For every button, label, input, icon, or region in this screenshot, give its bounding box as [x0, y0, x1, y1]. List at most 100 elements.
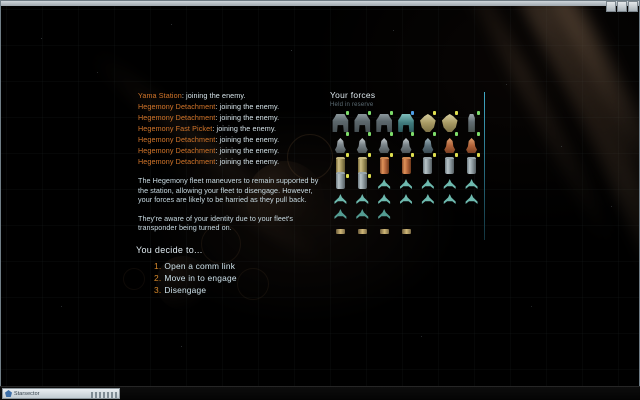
decision-option[interactable]: 3.Disengage [136, 284, 237, 296]
option-label: Open a comm link [164, 261, 236, 271]
ship-status-pip [477, 111, 481, 115]
dialog-paragraph: The Hegemony fleet maneuvers to remain s… [138, 176, 319, 205]
fleet-ship-slot[interactable] [352, 204, 373, 219]
fleet-row [330, 219, 482, 234]
ship-status-pip [411, 132, 415, 136]
star-icon [611, 206, 612, 207]
fleet-ship-slot[interactable] [417, 189, 438, 204]
fleet-ship-slot[interactable] [374, 189, 395, 204]
ship-hull-icon [379, 229, 389, 234]
ship-hull-icon [421, 194, 434, 204]
fleet-ship-slot[interactable] [330, 132, 351, 153]
window-titlebar[interactable] [1, 1, 639, 6]
fleet-ship-slot[interactable] [330, 204, 351, 219]
fleet-ship-slot[interactable] [439, 153, 460, 174]
fleet-ship-slot[interactable] [396, 132, 417, 153]
ship-status-pip [367, 153, 371, 157]
fleet-row [330, 204, 482, 219]
minimize-button[interactable] [606, 1, 616, 12]
ship-status-pip [433, 153, 437, 157]
fleet-ship-slot[interactable] [374, 132, 395, 153]
ship-hull-icon [422, 138, 434, 153]
fleet-ship-slot[interactable] [417, 153, 438, 174]
fleet-ship-slot[interactable] [330, 189, 351, 204]
ship-hull-icon [421, 179, 434, 189]
fleet-row [330, 172, 482, 189]
ship-status-pip [367, 111, 371, 115]
decision-option[interactable]: 2.Move in to engage [136, 272, 237, 284]
dialog-message-line: Hegemony Detachment: joining the enemy. [138, 112, 323, 123]
fleet-ship-slot[interactable] [396, 153, 417, 174]
fleet-ship-slot[interactable] [396, 189, 417, 204]
ship-status-pip [389, 111, 393, 115]
fleet-ship-slot[interactable] [352, 172, 373, 189]
dialog-message-line: Hegemony Detachment: joining the enemy. [138, 101, 323, 112]
ship-hull-icon [445, 157, 455, 174]
fleet-ship-slot[interactable] [352, 153, 373, 174]
dialog-message-line: Hegemony Detachment: joining the enemy. [138, 156, 323, 167]
dialog-message-line: Yama Station: joining the enemy. [138, 90, 323, 101]
ship-status-pip [389, 153, 393, 157]
message-faction-name: Hegemony Detachment [138, 157, 216, 166]
ship-hull-icon [357, 157, 367, 174]
fleet-ship-slot[interactable] [330, 153, 351, 174]
fleet-ship-slot[interactable] [330, 172, 351, 189]
window-controls[interactable] [606, 1, 638, 12]
ship-status-pip [345, 111, 349, 115]
orbit-ring-icon [287, 134, 333, 180]
fleet-ship-slot[interactable] [374, 219, 395, 234]
fleet-ship-grid[interactable] [330, 111, 482, 234]
fleet-ship-slot[interactable] [461, 132, 482, 153]
ship-hull-icon [334, 194, 347, 204]
fleet-ship-slot[interactable] [374, 153, 395, 174]
fleet-ship-slot[interactable] [417, 132, 438, 153]
fleet-ship-slot[interactable] [461, 153, 482, 174]
fleet-ship-slot[interactable] [396, 219, 417, 234]
ship-hull-icon [332, 114, 349, 132]
ship-hull-icon [401, 157, 411, 174]
ship-status-pip [345, 174, 349, 178]
fleet-ship-slot[interactable] [396, 174, 417, 189]
fleet-ship-slot[interactable] [352, 189, 373, 204]
fleet-ship-slot[interactable] [330, 219, 351, 234]
fleet-ship-slot[interactable] [461, 174, 482, 189]
ship-status-pip [367, 132, 371, 136]
fleet-ship-slot[interactable] [461, 189, 482, 204]
message-faction-name: Hegemony Detachment [138, 102, 216, 111]
dialog-paragraph: They're aware of your identity due to yo… [138, 213, 294, 233]
ship-hull-icon [378, 138, 390, 153]
orbit-ring-icon [237, 268, 269, 300]
fleet-ship-slot[interactable] [396, 111, 417, 132]
fleet-ship-slot[interactable] [439, 174, 460, 189]
ship-hull-icon [441, 114, 458, 132]
fleet-ship-slot[interactable] [439, 189, 460, 204]
ship-hull-icon [400, 138, 412, 153]
fleet-ship-slot[interactable] [374, 174, 395, 189]
ship-hull-icon [443, 179, 456, 189]
ship-hull-icon [334, 138, 346, 153]
fleet-ship-slot[interactable] [352, 132, 373, 153]
fleet-ship-slot[interactable] [330, 111, 351, 132]
taskbar-window-button[interactable]: Starsector [2, 388, 120, 399]
fleet-ship-slot[interactable] [461, 111, 482, 132]
fleet-ship-slot[interactable] [374, 204, 395, 219]
taskbar-window-label: Starsector [14, 390, 40, 397]
fleet-ship-slot[interactable] [374, 111, 395, 132]
fleet-slot-empty [461, 219, 482, 234]
star-icon [531, 306, 532, 307]
fleet-ship-slot[interactable] [352, 219, 373, 234]
ship-hull-icon [357, 229, 367, 234]
fleet-ship-slot[interactable] [439, 132, 460, 153]
fleet-ship-slot[interactable] [439, 111, 460, 132]
fleet-ship-slot[interactable] [352, 111, 373, 132]
maximize-button[interactable] [617, 1, 627, 12]
close-button[interactable] [628, 1, 638, 12]
space-background [1, 6, 639, 387]
fleet-ship-slot[interactable] [417, 174, 438, 189]
decision-option[interactable]: 1.Open a comm link [136, 260, 237, 272]
ship-hull-icon [420, 114, 436, 132]
ship-status-pip [455, 111, 459, 115]
fleet-ship-slot[interactable] [417, 111, 438, 132]
